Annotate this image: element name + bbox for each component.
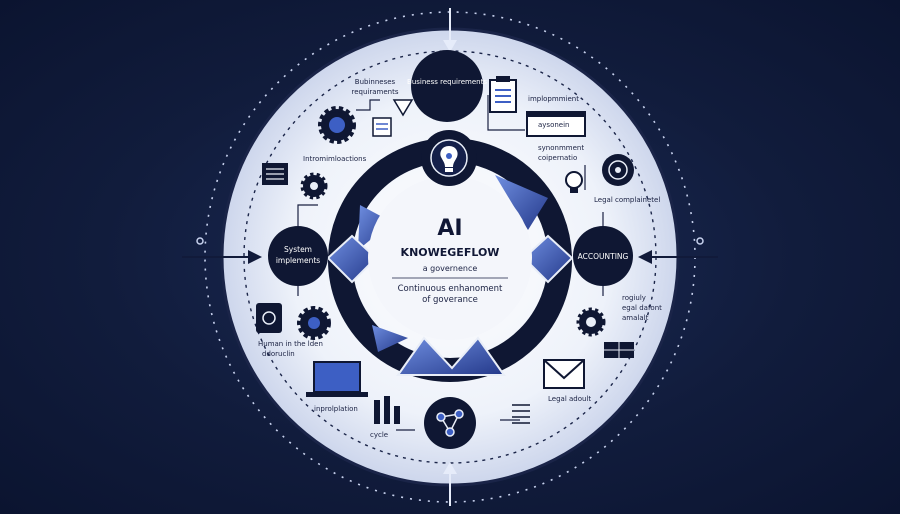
flow-arrow-bottom-left bbox=[372, 325, 408, 352]
label-regularly-3: amalalt bbox=[622, 314, 649, 322]
label-synthetic-2: coipernatio bbox=[538, 154, 577, 162]
label-introm: Intromimloactions bbox=[303, 155, 367, 163]
label-synthetic-1: synonmment bbox=[538, 144, 584, 152]
shield-icon-left bbox=[392, 99, 414, 117]
orbit-dot-right bbox=[696, 237, 704, 245]
center-disc bbox=[368, 176, 532, 340]
diamond-left bbox=[326, 234, 378, 284]
lightbulb-icon-right bbox=[565, 171, 583, 193]
laptop-icon bbox=[306, 361, 368, 397]
arrow-right-head bbox=[638, 250, 652, 264]
envelope-icon bbox=[543, 359, 585, 389]
target-icon-right bbox=[602, 154, 634, 186]
diamond-right bbox=[522, 234, 574, 284]
label-implementation-2: aysonein bbox=[538, 121, 570, 129]
bar-chart-icon bbox=[374, 396, 400, 424]
gear-icon-left bbox=[300, 172, 328, 200]
node-left-label-2: implements bbox=[276, 256, 320, 265]
label-human-1: Human in the lden bbox=[258, 340, 323, 348]
gear-icon-top-left bbox=[318, 106, 356, 144]
label-business-req-1: Bubinneses bbox=[355, 78, 396, 86]
small-doc-icon-left bbox=[372, 117, 392, 137]
label-business-req-2: requiraments bbox=[352, 88, 399, 96]
node-top-label-text: Business requirements bbox=[407, 78, 487, 86]
grid-icon-right bbox=[604, 342, 634, 358]
flow-arrow-top-right bbox=[495, 175, 548, 230]
tablet-icon-left bbox=[256, 303, 282, 333]
center-line-1: a governence bbox=[423, 264, 478, 273]
label-human-2: ddoruclin bbox=[262, 350, 295, 358]
center-line-2: Continuous enhanoment bbox=[398, 284, 503, 294]
label-implementation-1: implopmmient bbox=[528, 95, 579, 103]
arrow-top-head bbox=[443, 40, 457, 52]
node-system-implements bbox=[268, 226, 328, 286]
document-icon-top bbox=[489, 76, 517, 113]
node-business-requirements bbox=[411, 50, 483, 122]
label-regularly-1: rogiuly bbox=[622, 294, 646, 302]
center-subtitle: KNOWEGEFLOW bbox=[401, 246, 500, 259]
node-right-label: ACCOUNTING bbox=[578, 252, 629, 261]
arrow-bottom-head bbox=[443, 462, 457, 474]
system-panel-icon bbox=[526, 111, 586, 137]
label-improp: inprolplation bbox=[314, 405, 358, 413]
center-title: AI bbox=[437, 216, 462, 241]
network-icon bbox=[436, 409, 464, 437]
list-icon-right bbox=[512, 404, 530, 424]
label-legal-complainetel: Legal complainetel bbox=[594, 196, 660, 204]
connector-lines bbox=[297, 95, 604, 431]
orbit-dot-left bbox=[196, 237, 204, 245]
arrow-left-head bbox=[248, 250, 262, 264]
node-accounting bbox=[573, 226, 633, 286]
label-regularly-2: egal dafont bbox=[622, 304, 662, 312]
label-legal-audit: Legal adoult bbox=[548, 395, 591, 403]
gear-icon-right bbox=[576, 307, 606, 337]
lightbulb-icon bbox=[440, 146, 458, 172]
bottom-mountains bbox=[396, 336, 506, 376]
gear-icon-bottom-left bbox=[297, 306, 331, 340]
node-top-label: Business requirements bbox=[407, 78, 487, 86]
center-line-3: of goverance bbox=[422, 295, 478, 305]
node-left-label-1: System bbox=[284, 245, 312, 254]
bottom-node bbox=[424, 397, 476, 449]
label-cycle: cycle bbox=[370, 431, 388, 439]
list-icon-left bbox=[262, 163, 288, 185]
